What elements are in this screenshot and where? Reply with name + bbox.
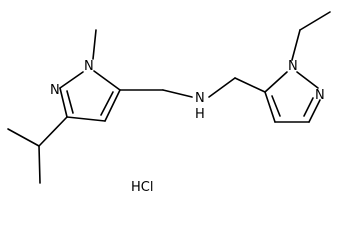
bond-c4r-c5r xyxy=(264,91,276,123)
bond-ipr-me2 xyxy=(38,145,41,184)
bond-c4-c5 xyxy=(104,89,121,122)
salt-label: HCl xyxy=(131,180,153,195)
bond-c5r-n1r xyxy=(264,71,288,93)
bond-ch2-nh xyxy=(162,89,193,98)
bond-ch2-ch3 xyxy=(299,11,331,31)
right-pyrazole-ring xyxy=(264,71,321,123)
bond-ch2-c5r xyxy=(234,77,266,93)
atom-n2-right: N xyxy=(315,88,325,103)
bond-n1r-ch2 xyxy=(291,29,301,61)
bond-c4-c5-inner xyxy=(100,91,114,116)
isopropyl-group xyxy=(7,116,68,184)
bond-n2-c3-inner xyxy=(66,90,74,114)
left-pyrazole-ring xyxy=(59,29,121,122)
ethyl-group xyxy=(291,11,331,61)
structure-diagram: N N N H N N HCl xyxy=(7,11,331,195)
bond-n2-c3 xyxy=(59,87,68,118)
atom-amine-h: H xyxy=(195,107,205,122)
bond-c3-c4 xyxy=(66,116,106,122)
bond-ipr-me1 xyxy=(7,128,40,147)
bond-n1-n2 xyxy=(59,71,84,89)
bond-n1-methyl xyxy=(92,29,97,60)
bond-n2r-c3r xyxy=(308,99,321,123)
bond-n2r-c3r-inner xyxy=(303,97,314,117)
atom-n1-left: N xyxy=(84,59,94,74)
bond-c5-n1 xyxy=(93,70,121,91)
atom-n2-left: N xyxy=(50,83,60,98)
atom-amine-n: N xyxy=(195,91,205,106)
bond-c3-ipr xyxy=(38,116,68,147)
bond-n1r-n2r xyxy=(296,71,319,89)
atom-n1-right: N xyxy=(288,59,298,74)
bond-nh-ch2 xyxy=(208,77,236,98)
bond-c4r-c5r-inner xyxy=(271,95,281,117)
